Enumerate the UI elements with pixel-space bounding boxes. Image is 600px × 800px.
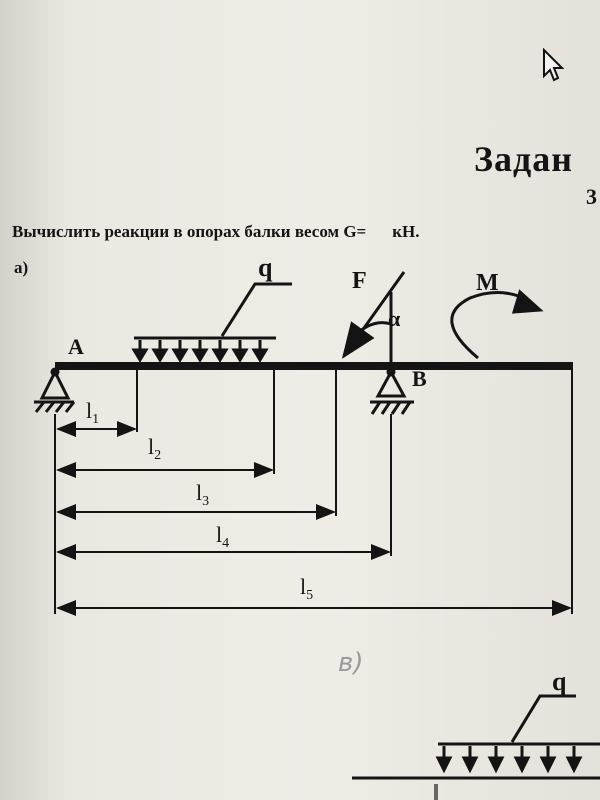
- point-a-label: A: [68, 334, 84, 359]
- point-b-label: B: [412, 366, 427, 391]
- moment-arrow: [450, 289, 544, 360]
- angle-alpha-label: α: [388, 306, 401, 331]
- force-arrow: [341, 271, 406, 362]
- support-a-pin: [34, 367, 76, 413]
- dim-l3-label: l3: [196, 480, 209, 509]
- force-f-label: F: [352, 268, 367, 294]
- dim-l1-label: l1: [86, 398, 99, 427]
- task-text-before: Вычислить реакции в опорах балки весом G…: [12, 222, 367, 241]
- part-b-label: в): [338, 648, 364, 678]
- dim-l5-label: l5: [300, 574, 313, 603]
- page-heading: Задан: [474, 139, 573, 179]
- lower-beam-diagram: [352, 694, 600, 800]
- lower-load-q-label: q: [552, 667, 567, 696]
- load-q-label: q: [258, 253, 273, 282]
- task-statement: Вычислить реакции в опорах балки весом G…: [12, 222, 420, 242]
- distributed-load: [131, 282, 292, 363]
- dim-l4-label: l4: [216, 522, 229, 551]
- beam: [55, 362, 573, 370]
- support-b-roller: [370, 367, 414, 415]
- task-text-after: кН.: [392, 222, 420, 241]
- mouse-pointer-icon: [543, 48, 565, 82]
- moment-m-label: M: [476, 270, 499, 296]
- dim-l2-label: l2: [148, 434, 161, 463]
- part-a-label: а): [14, 258, 29, 277]
- extension-lines: [54, 370, 573, 614]
- dimension-lines: [56, 421, 572, 616]
- page-subheading: 3: [586, 184, 597, 209]
